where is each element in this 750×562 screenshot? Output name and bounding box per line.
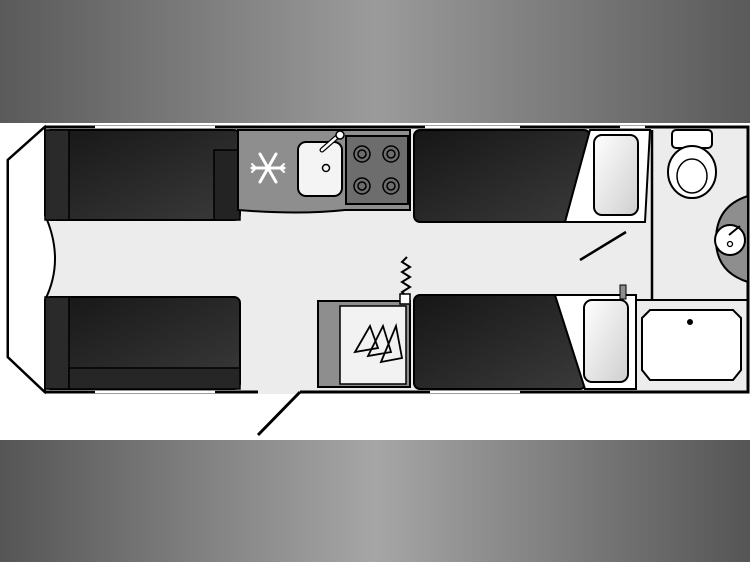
zigzag-curtain-icon [400, 256, 412, 298]
kitchen [237, 129, 411, 214]
sofa-bottom-backrest [44, 296, 70, 390]
pillow-bottom [583, 299, 629, 383]
sofa-top-arm [213, 149, 241, 221]
toilet-icon [667, 129, 717, 199]
washbasin-icon [714, 224, 746, 256]
front-window-bay [7, 124, 56, 395]
bed-bottom-post [619, 284, 627, 300]
snowflake-icon [250, 152, 286, 184]
door-swing-top [579, 230, 627, 262]
washroom [636, 129, 749, 381]
wardrobe-hanger-icon [353, 322, 404, 364]
hob-icon [345, 135, 409, 205]
pillow-top [593, 134, 639, 216]
wardrobe [317, 293, 411, 388]
front-lounge [44, 129, 241, 390]
top-background-band [0, 0, 750, 123]
sink-icon [297, 130, 345, 197]
sofa-top [44, 129, 241, 221]
rear-beds [413, 129, 652, 390]
windows [95, 125, 645, 394]
heater-icon [399, 293, 411, 305]
bed-top [413, 129, 591, 223]
shower-tray-icon [641, 309, 742, 381]
sofa-bottom-seat-edge [68, 367, 241, 390]
entrance-door [256, 390, 302, 437]
sofa-top-backrest [44, 129, 70, 221]
bottom-background-band [0, 440, 750, 562]
